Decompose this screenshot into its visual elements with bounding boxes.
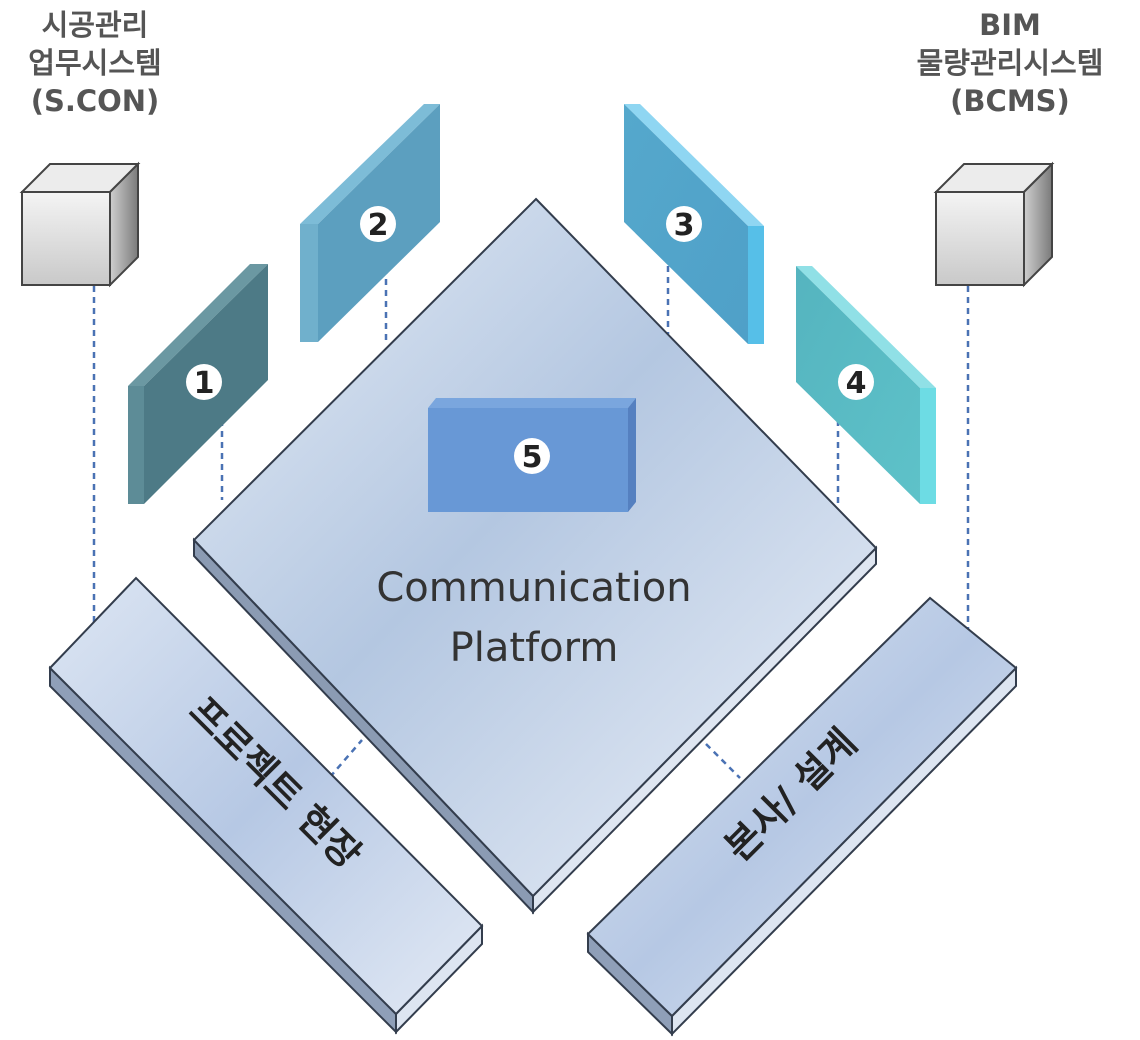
connectors xyxy=(92,266,970,779)
right-system-label-line1: BIM xyxy=(979,8,1041,42)
platform-title-line1: Communication xyxy=(376,565,691,611)
left-system-label-line2: 업무시스템 xyxy=(28,46,162,80)
communication-platform xyxy=(192,197,878,915)
left-system-label-line1: 시공관리 xyxy=(41,8,149,42)
left-system-label-line3: (S.CON) xyxy=(30,84,160,118)
left-bar xyxy=(48,576,484,1035)
marker-5-label: 5 xyxy=(522,440,543,475)
right-system-cube xyxy=(933,161,1055,288)
marker-4-label: 4 xyxy=(846,366,867,401)
marker-1: 1 xyxy=(186,364,222,401)
left-system-label: 시공관리 업무시스템 (S.CON) xyxy=(0,6,190,120)
right-system-label-line3: (BCMS) xyxy=(950,84,1070,118)
marker-3-label: 3 xyxy=(674,208,695,243)
marker-2-label: 2 xyxy=(368,208,389,243)
connector-left-bar xyxy=(329,739,363,778)
right-system-label: BIM 물량관리시스템 (BCMS) xyxy=(880,6,1140,120)
marker-4: 4 xyxy=(838,364,874,401)
marker-5: 5 xyxy=(514,438,550,475)
connector-right-bar xyxy=(705,743,741,779)
marker-2: 2 xyxy=(360,206,396,243)
right-bar xyxy=(586,596,1018,1037)
right-system-label-line2: 물량관리시스템 xyxy=(916,46,1104,80)
marker-1-label: 1 xyxy=(194,366,215,401)
marker-3: 3 xyxy=(666,206,702,243)
platform-title-line2: Platform xyxy=(450,625,619,671)
left-system-cube xyxy=(19,161,141,288)
